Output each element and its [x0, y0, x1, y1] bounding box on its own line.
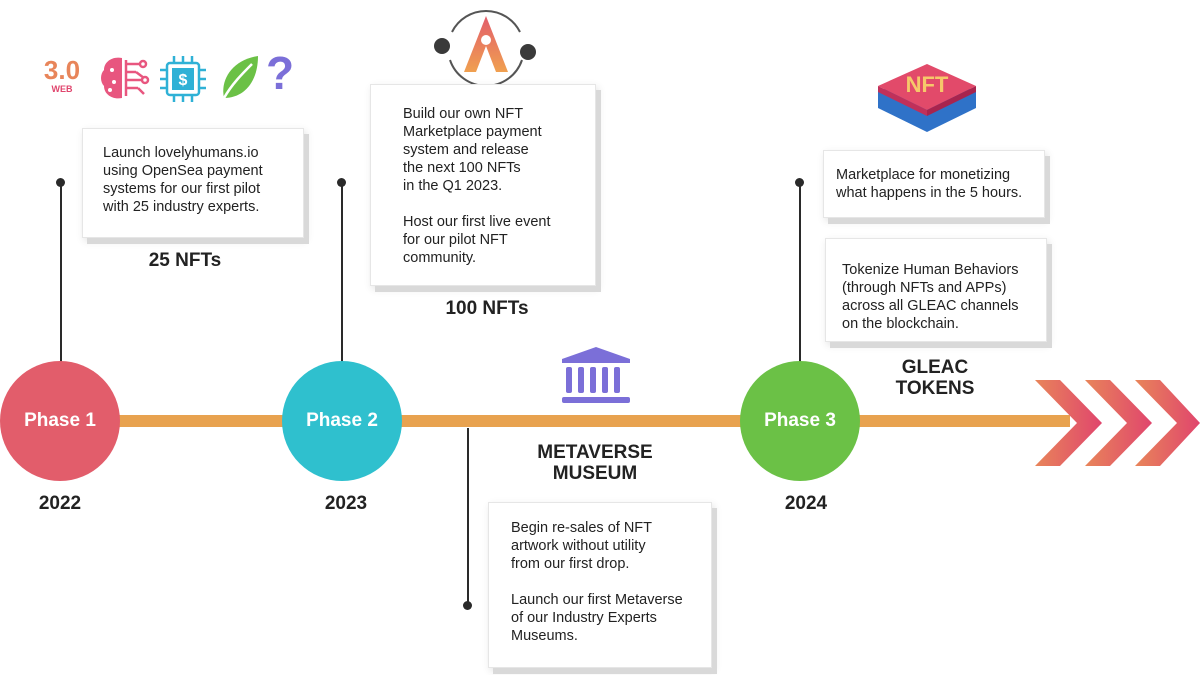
museum-connector [467, 428, 469, 606]
marketplace-logo-icon [434, 10, 536, 87]
museum-title-line1: METAVERSE [537, 442, 653, 463]
phase3-card-marketplace: Marketplace for monetizing what happens … [823, 150, 1045, 218]
phase3-circle: Phase 3 [740, 361, 860, 481]
timeline-arrow-icon [1035, 380, 1200, 466]
phase3-tokens-line1: GLEAC [901, 357, 969, 378]
card-line: Begin re-sales of NFT [511, 520, 653, 536]
phase1-connector [60, 182, 62, 372]
phase2-label: Phase 2 [306, 410, 378, 431]
nft-badge-icon: NFT [878, 64, 976, 132]
dollar-chip-icon: $ [160, 56, 206, 102]
web3-icon: 3.0 WEB [34, 56, 90, 94]
web3-icon-subtext: WEB [51, 84, 73, 94]
card-line: with 25 industry experts. [103, 199, 260, 215]
phase1-card: Launch lovelyhumans.io using OpenSea pay… [82, 128, 304, 238]
phase2-connector-dot [337, 178, 346, 187]
card-line: Launch our first Metaverse [511, 592, 683, 608]
card-line: Marketplace for monetizing [836, 167, 1011, 183]
card-line: across all GLEAC channels [842, 298, 1019, 314]
card-line: what happens in the 5 hours. [836, 185, 1023, 201]
card-line: from our first drop. [511, 556, 630, 572]
card-line [403, 195, 563, 213]
phase1-year: 2022 [38, 493, 82, 514]
phase3-connector [799, 182, 801, 372]
phase2-tokens: 100 NFTs [445, 298, 529, 319]
card-line: Marketplace payment [403, 124, 542, 140]
card-line: of our Industry Experts [511, 610, 657, 626]
timeline-bar [110, 415, 1070, 427]
phase2-circle: Phase 2 [282, 361, 402, 481]
phase1-tokens: 25 NFTs [148, 250, 222, 271]
card-line: Museums. [511, 628, 578, 644]
card-line: on the blockchain. [842, 316, 959, 332]
brain-circuit-icon [101, 57, 150, 99]
leaf-icon [222, 56, 258, 99]
card-line: the next 100 NFTs [403, 160, 521, 176]
phase3-card-tokenize: Tokenize Human Behaviors (through NFTs a… [825, 238, 1047, 342]
museum-card: Begin re-sales of NFT artwork without ut… [488, 502, 712, 668]
phase3-tokens: GLEAC TOKENS [870, 357, 1000, 399]
card-line: (through NFTs and APPs) [842, 280, 1007, 296]
phase1-connector-dot [56, 178, 65, 187]
card-line: for our pilot NFT [403, 232, 508, 248]
card-line: systems for our first pilot [103, 181, 261, 197]
card-line: Tokenize Human Behaviors [842, 262, 1019, 278]
card-line: using OpenSea payment [103, 163, 263, 179]
phase3-label: Phase 3 [764, 410, 836, 431]
phase2-card: Build our own NFT Marketplace payment sy… [370, 84, 596, 286]
phase2-year: 2023 [324, 493, 368, 514]
phase3-year: 2024 [784, 493, 828, 514]
card-line: in the Q1 2023. [403, 178, 503, 194]
nft-badge-text: NFT [906, 72, 949, 97]
museum-title-line2: MUSEUM [552, 463, 638, 484]
museum-title: METAVERSE MUSEUM [520, 442, 670, 484]
phase2-connector [341, 182, 343, 372]
question-icon: ? [266, 47, 295, 99]
phase3-connector-dot [795, 178, 804, 187]
card-line [511, 573, 689, 591]
card-line: Launch lovelyhumans.io [103, 145, 259, 161]
phase1-label: Phase 1 [24, 410, 96, 431]
card-line: Host our first live event [403, 214, 551, 230]
web3-icon-text: 3.0 [43, 55, 81, 85]
card-line: artwork without utility [511, 538, 646, 554]
svg-text:$: $ [179, 72, 188, 89]
museum-icon [562, 347, 630, 403]
phase1-circle: Phase 1 [0, 361, 120, 481]
phase3-tokens-line2: TOKENS [895, 378, 975, 399]
card-line: community. [403, 250, 477, 266]
card-line: system and release [403, 142, 529, 158]
museum-connector-dot [463, 601, 472, 610]
card-line: Build our own NFT [403, 106, 524, 122]
